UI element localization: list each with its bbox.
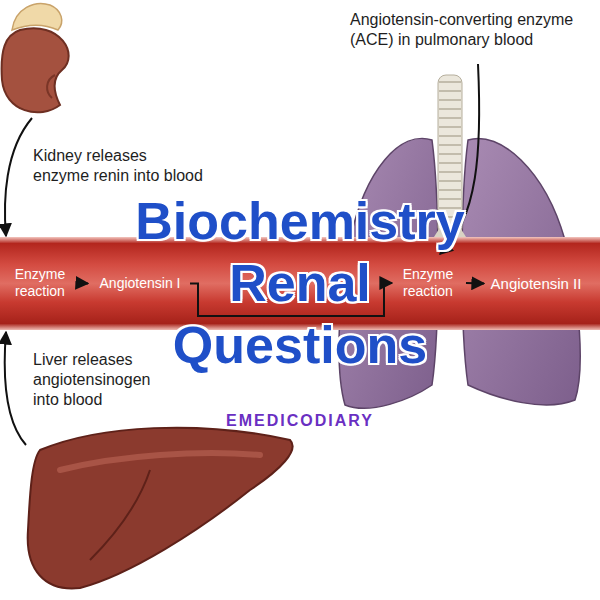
node-text: Angiotensin II (490, 275, 582, 292)
node-text: Angiotensin I (94, 275, 186, 292)
flow-arrow (466, 282, 484, 285)
leader-arrow (5, 118, 32, 236)
node-text: Enzyme reaction (396, 266, 460, 300)
node-text: Enzyme reaction (8, 266, 72, 300)
band-text-node: Enzyme reaction (4, 263, 76, 303)
callout-label: Angiotensin-converting enzyme (ACE) in p… (350, 10, 595, 50)
title: Biochemistry Renal Questions (120, 190, 480, 376)
callout-label: Liver releases angiotensinogen into bloo… (33, 350, 168, 410)
liver (28, 428, 293, 589)
band-text-node: Angiotensin II (486, 272, 586, 295)
leader-arrow (5, 332, 26, 445)
flow-arrow (78, 282, 88, 285)
band-text-node: Angiotensin I (90, 272, 190, 295)
band-text-node: Enzyme reaction (392, 263, 464, 303)
watermark: EMEDICODIARY (0, 412, 600, 430)
kidney (2, 4, 69, 113)
callout-label: Kidney releases enzyme renin into blood (33, 146, 203, 186)
